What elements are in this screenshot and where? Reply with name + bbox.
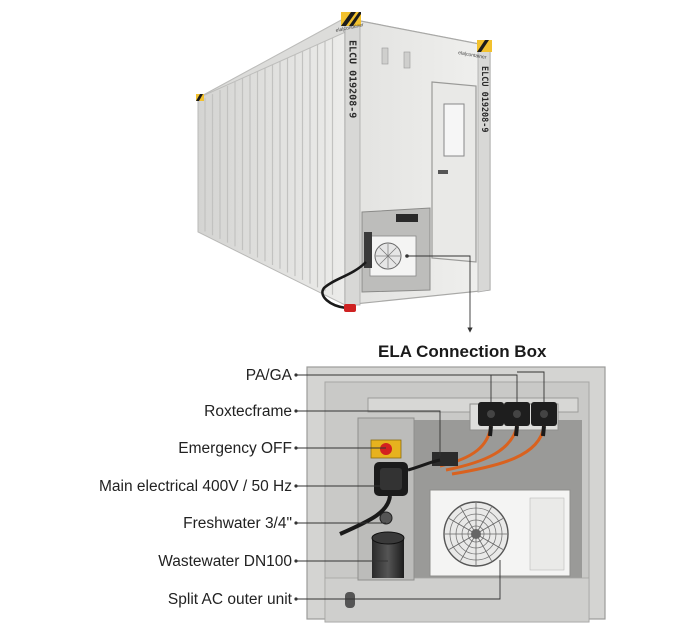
fan-spoke <box>460 533 477 562</box>
fan-spoke <box>475 518 504 535</box>
mini-fan-spoke <box>379 247 389 257</box>
ac-side-panel <box>529 497 565 571</box>
container-illustration: ela|container ela|container ELCU 019208-… <box>196 12 492 333</box>
page-title: ELA Connection Box <box>378 342 547 361</box>
brand-mark-side: ela|container <box>458 50 487 61</box>
red-plug-icon <box>344 304 356 312</box>
floor-slot <box>345 592 355 608</box>
callout-labels: PA/GA Roxtecframe Emergency OFF Main ele… <box>99 367 545 608</box>
fan-grille-spokes <box>445 503 507 565</box>
label-roxtecframe: Roxtecframe <box>204 403 292 420</box>
side-corrugations <box>204 28 334 295</box>
fan-spoke <box>475 506 492 535</box>
label-split-ac: Split AC outer unit <box>168 591 293 608</box>
wastewater-pipe <box>372 538 404 578</box>
connection-box-detail <box>306 366 606 623</box>
label-wastewater: Wastewater DN100 <box>158 553 292 570</box>
hazard-corner-right <box>477 40 492 52</box>
fan-spoke <box>448 533 477 550</box>
fan-spoke <box>475 533 492 562</box>
hazard-corner-back <box>196 94 204 101</box>
emergency-stop-button <box>380 443 392 455</box>
label-emergency-off: Emergency OFF <box>178 440 292 457</box>
label-freshwater: Freshwater 3/4" <box>183 515 292 532</box>
hazard-corner-left <box>341 12 361 26</box>
main-cable <box>339 495 392 536</box>
leader-split-ac <box>296 560 501 600</box>
pa-ga-connectors <box>478 402 557 426</box>
fan-spoke <box>475 533 504 550</box>
mini-switch-box <box>364 232 372 268</box>
callout-line <box>407 255 473 333</box>
personnel-door <box>431 81 477 263</box>
mini-fan-spoke <box>379 255 389 265</box>
fan-spoke <box>460 506 477 535</box>
vent-slot <box>403 51 411 69</box>
mini-fan-spoke <box>387 255 397 265</box>
container-code-left: ELCU 019208-9 <box>347 40 358 118</box>
roxtec-cable <box>407 458 441 472</box>
container-code-right: ELCU 019208-9 <box>479 66 489 133</box>
leader-pa-ga-2 <box>491 374 518 402</box>
mini-connector-row <box>396 214 418 222</box>
black-cable-sleeves <box>488 425 546 437</box>
mini-fan-spoke <box>387 247 397 257</box>
detail-floor <box>324 577 590 623</box>
fan-spoke <box>448 518 477 535</box>
label-main-electrical: Main electrical 400V / 50 Hz <box>99 478 292 495</box>
external-cable <box>321 261 367 310</box>
door-window <box>443 103 465 157</box>
freshwater-fitting <box>379 511 393 525</box>
leader-roxtecframe <box>296 410 441 456</box>
label-pa-ga: PA/GA <box>246 367 293 384</box>
leader-pa-ga-3 <box>517 371 545 402</box>
door-handle <box>438 170 448 174</box>
vent-slot <box>381 47 389 65</box>
roxtec-junction <box>432 452 458 466</box>
brand-mark-front: ela|container <box>335 22 364 34</box>
